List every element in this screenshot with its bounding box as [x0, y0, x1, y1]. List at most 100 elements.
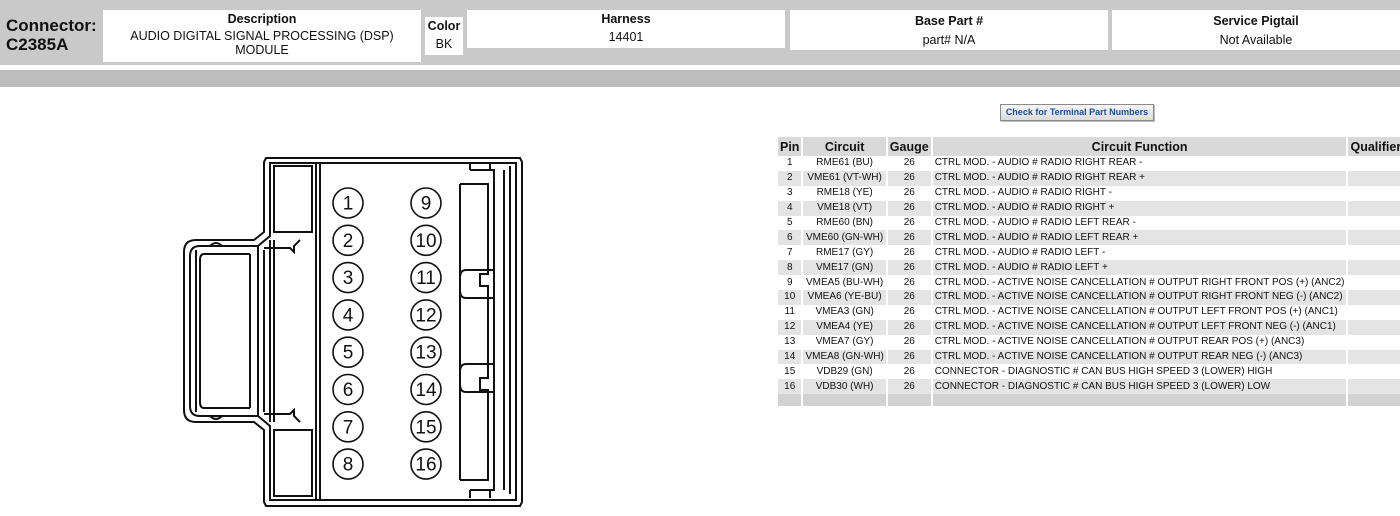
gauge-cell: 26 [887, 230, 933, 246]
circuit-cell: VME61 (VT-WH) [803, 170, 888, 186]
pin-number-label: 10 [415, 231, 436, 252]
circuit-function-header: Circuit Function [932, 137, 1349, 156]
pin-circle [410, 261, 442, 294]
connector-id: Connector: C2385A [6, 16, 97, 54]
pin-circle [332, 187, 364, 219]
circuit-cell: VMEA6 (YE-BU) [803, 290, 888, 305]
description-box: Description AUDIO DIGITAL SIGNAL PROCESS… [103, 10, 421, 62]
pin-cell: 15 [778, 364, 804, 380]
pin-number-label: 14 [415, 380, 437, 401]
pin-cell: 12 [778, 319, 804, 335]
pin-11: 11 [410, 261, 442, 294]
gauge-cell: 26 [887, 349, 933, 365]
qualifier-cell [1348, 216, 1400, 231]
pin-1: 1 [332, 187, 364, 219]
pin-circle [332, 410, 364, 443]
qualifier-cell [1348, 260, 1400, 276]
circuit-cell: VMEA8 (GN-WH) [803, 349, 888, 365]
gauge-cell: 26 [887, 290, 933, 305]
base-part-value: part# N/A [922, 33, 976, 47]
qualifier-cell [1348, 319, 1400, 335]
pin-cell [778, 394, 804, 407]
connector-label: Connector: [6, 16, 97, 35]
harness-value: 14401 [608, 30, 644, 44]
pin-number-label: 16 [415, 455, 436, 476]
circuit-cell: VME17 (GN) [803, 260, 888, 276]
pin-number-label: 15 [415, 417, 436, 438]
color-value: BK [435, 37, 453, 51]
pin-8: 8 [332, 448, 364, 480]
pin-circle [410, 187, 442, 219]
pin-number-label: 11 [416, 268, 436, 289]
harness-box: Harness 14401 [467, 10, 785, 48]
pin-circle [410, 299, 442, 331]
pin-table-header-row: Pin Circuit Gauge Circuit Function Quali… [778, 137, 1400, 156]
pin-circle [410, 373, 442, 406]
qualifier-cell [1348, 186, 1400, 201]
service-pigtail-value: Not Available [1219, 33, 1293, 47]
pin-cell: 3 [778, 185, 804, 201]
pin-number-label: 3 [343, 268, 354, 289]
qualifier-cell [1348, 305, 1400, 320]
pin-2: 2 [332, 224, 364, 257]
gauge-cell: 26 [888, 156, 933, 171]
pin-number-label: 1 [343, 194, 354, 215]
circuit-function-cell: CTRL MOD. - AUDIO # RADIO RIGHT - [933, 185, 1349, 201]
color-label: Color [427, 19, 461, 33]
circuit-cell: VDB30 (WH) [803, 379, 888, 395]
pin-5: 5 [332, 336, 364, 368]
pin-cell: 9 [778, 275, 804, 291]
qualifier-header: Qualifier [1348, 137, 1400, 156]
circuit-cell: VDB29 (GN) [803, 364, 888, 380]
qualifier-cell [1348, 170, 1400, 186]
pin-number-label: 5 [343, 343, 354, 364]
circuit-function-cell: CTRL MOD. - ACTIVE NOISE CANCELLATION # … [933, 334, 1349, 350]
pin-number-label: 7 [343, 417, 354, 438]
pin-cell: 4 [778, 200, 804, 216]
pin-cell: 16 [778, 379, 804, 395]
circuit-cell: RME60 (BN) [803, 215, 888, 231]
gauge-cell: 26 [888, 275, 933, 291]
pin-circle [332, 336, 364, 368]
circuit-function-cell: CTRL MOD. - AUDIO # RADIO RIGHT REAR + [932, 170, 1349, 186]
circuit-cell: RME18 (YE) [803, 185, 888, 201]
pin-circle [410, 224, 442, 257]
gauge-cell: 26 [887, 319, 933, 335]
pin-header: Pin [778, 137, 804, 156]
circuit-function-cell: CTRL MOD. - ACTIVE NOISE CANCELLATION # … [933, 304, 1349, 320]
circuit-cell: VMEA4 (YE) [803, 319, 888, 335]
pin-circle [332, 224, 364, 257]
pin-circle [332, 299, 364, 331]
connector-housing [183, 157, 523, 507]
pin-cell: 1 [778, 156, 804, 171]
pin-circle [410, 410, 442, 443]
circuit-function-cell: CTRL MOD. - ACTIVE NOISE CANCELLATION # … [932, 349, 1349, 365]
pin-16: 16 [410, 448, 442, 480]
circuit-cell: RME61 (BU) [803, 156, 888, 171]
pin-13: 13 [410, 336, 442, 368]
circuit-function-cell: CTRL MOD. - AUDIO # RADIO RIGHT + [932, 200, 1349, 216]
circuit-header: Circuit [803, 137, 888, 156]
circuit-cell: RME17 (GY) [803, 245, 888, 261]
check-terminal-part-numbers-button[interactable]: Check for Terminal Part Numbers [1000, 104, 1154, 121]
qualifier-cell [1348, 230, 1400, 246]
pin-14: 14 [410, 373, 442, 406]
qualifier-cell [1348, 379, 1400, 395]
circuit-cell: VMEA5 (BU-WH) [803, 275, 888, 291]
pin-9: 9 [410, 187, 442, 219]
pin-number-label: 2 [343, 231, 354, 252]
circuit-cell: VMEA7 (GY) [803, 334, 888, 350]
circuit-function-cell: CTRL MOD. - ACTIVE NOISE CANCELLATION # … [932, 319, 1349, 335]
section-divider-bar [0, 70, 1400, 87]
